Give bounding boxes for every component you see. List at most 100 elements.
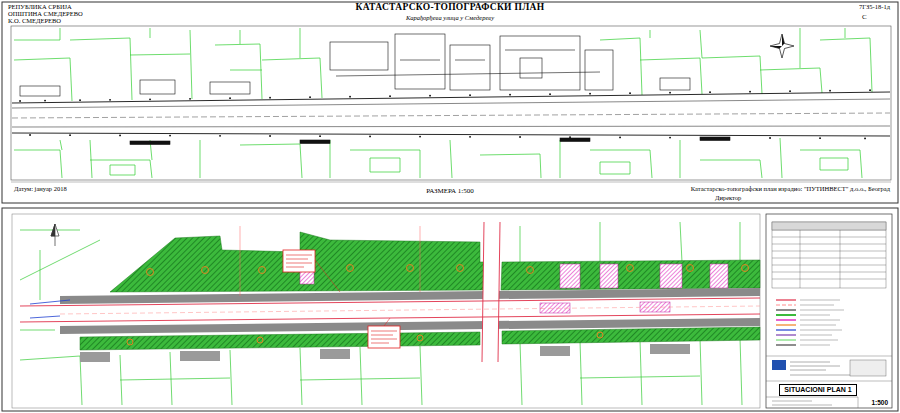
date-note: Датум: јануар 2018: [14, 185, 67, 192]
header-line: К.О. СМЕДЕРЕВО: [8, 17, 61, 24]
road-surface-part: [482, 222, 500, 362]
sheet-title: КАТАСТАРСКО-ТОПОГРАФСКИ ПЛАН: [356, 2, 545, 13]
orange-markers-part: [147, 269, 154, 276]
red-road-lines: [20, 222, 760, 362]
red-road-lines-part: [60, 306, 760, 314]
road-surface-part: [540, 346, 570, 356]
header-line: РЕПУБЛИКА СРБИЈА: [8, 3, 72, 10]
topo-buildings-part: [336, 50, 600, 76]
north-star-part: [770, 34, 785, 49]
road-surface: [60, 222, 760, 362]
parcel-lines-part: [14, 28, 872, 101]
title-block: [766, 222, 892, 408]
title-block-part: [776, 299, 796, 300]
scale-note: РАЗМЕРА 1:500: [426, 187, 474, 195]
node-text: SITUACIONI PLAN 1: [784, 386, 851, 394]
top-sheet-frame-part: [11, 182, 891, 183]
orange-markers-part: [742, 265, 749, 272]
orange-markers-part: [257, 337, 263, 343]
top-sheet-frame: [2, 2, 898, 203]
orange-markers-part: [597, 332, 603, 338]
road-surface-part: [650, 344, 690, 354]
topo-buildings-part: [500, 36, 580, 90]
street-lines: [12, 90, 890, 138]
title-block-part: [776, 340, 796, 341]
title-block-part: [776, 319, 796, 321]
road-surface-part: [80, 352, 110, 362]
north-star-part: [770, 34, 794, 58]
road-surface-part: [180, 351, 220, 361]
topo-buildings-part: [210, 82, 250, 94]
topo-buildings-part: [395, 34, 445, 89]
red-road-lines-part: [20, 298, 760, 306]
orange-markers: [127, 265, 749, 346]
north-letter: С: [862, 13, 867, 21]
title-block-part: [850, 360, 886, 376]
street-lines-part: [20, 90, 870, 138]
street-lines-part: [12, 113, 890, 118]
title-block-part: [772, 222, 886, 230]
parcel-lines-bottom-part: [20, 222, 742, 405]
topo-buildings-part: [20, 86, 60, 96]
green-hatched-blocks-part: [501, 260, 760, 290]
blue-detail-part: [30, 300, 70, 318]
topo-buildings-part: [700, 137, 730, 141]
street-lines-part: [12, 92, 890, 103]
red-callout-boxes-part: [368, 326, 400, 348]
sheet-code: 7ГЗ5-18-1д: [859, 3, 890, 10]
topo-buildings-part: [520, 58, 542, 78]
red-callout-boxes-part: [286, 255, 312, 267]
title-block-part: [776, 305, 796, 306]
magenta-hatched-areas: [300, 262, 728, 313]
topo-buildings-part: [450, 45, 490, 90]
title-block-part: [790, 362, 850, 375]
title-block-part: [776, 314, 796, 316]
signature-note: Директор: [715, 194, 741, 201]
red-callout-boxes-part: [315, 260, 390, 326]
topo-buildings-part: [660, 78, 690, 90]
red-callout-boxes: [283, 250, 400, 348]
title-block-part: [772, 360, 786, 370]
red-road-lines-part: [482, 222, 500, 362]
header-line: ОПШТИНА СМЕДЕРЕВО: [8, 10, 83, 17]
north-arrow-bottom-part: [51, 224, 55, 236]
scale-cell: 1:500: [871, 399, 888, 406]
topo-buildings-part: [140, 80, 175, 94]
orange-markers-part: [627, 265, 634, 272]
green-hatched-blocks-part: [110, 232, 484, 292]
title-block-part: [776, 334, 796, 335]
green-hatched-blocks-part: [80, 332, 480, 350]
sheet-subtitle: Карађорђева улица у Смедереву: [406, 14, 494, 21]
north-star: [770, 34, 794, 58]
topo-buildings: [20, 34, 730, 145]
magenta-hatched-areas-part: [710, 264, 728, 288]
red-callout-boxes-part: [371, 331, 397, 343]
topo-buildings-part: [330, 42, 388, 70]
parcel-lines-bottom: [20, 222, 742, 405]
bottom-sheet-frame: [2, 208, 898, 411]
title-block-part: [776, 329, 796, 330]
green-hatched-blocks-part: [502, 327, 760, 344]
title-block-part: [776, 309, 796, 311]
bottom-sheet-frame-part: [12, 214, 760, 408]
parcel-lines-part: [14, 138, 862, 178]
orange-markers-part: [407, 265, 414, 272]
node-text: КАТАСТАРСКО-ТОПОГРАФСКИ ПЛАН: [356, 2, 545, 13]
blue-detail: [30, 300, 70, 318]
title-block-part: [772, 222, 886, 288]
orange-markers-part: [457, 265, 464, 272]
street-lines-part: [12, 133, 890, 136]
topo-buildings-part: [585, 50, 613, 90]
title-block-part: [766, 356, 892, 408]
title-block-part: [800, 300, 844, 345]
north-arrow-bottom: [51, 224, 59, 246]
magenta-hatched-areas-part: [660, 264, 682, 288]
road-surface-part: [320, 349, 350, 359]
orange-markers-part: [347, 265, 354, 272]
orange-markers-part: [687, 265, 694, 272]
topo-buildings-part: [300, 140, 330, 144]
orange-markers-part: [527, 267, 534, 274]
street-lines-part: [12, 99, 890, 108]
